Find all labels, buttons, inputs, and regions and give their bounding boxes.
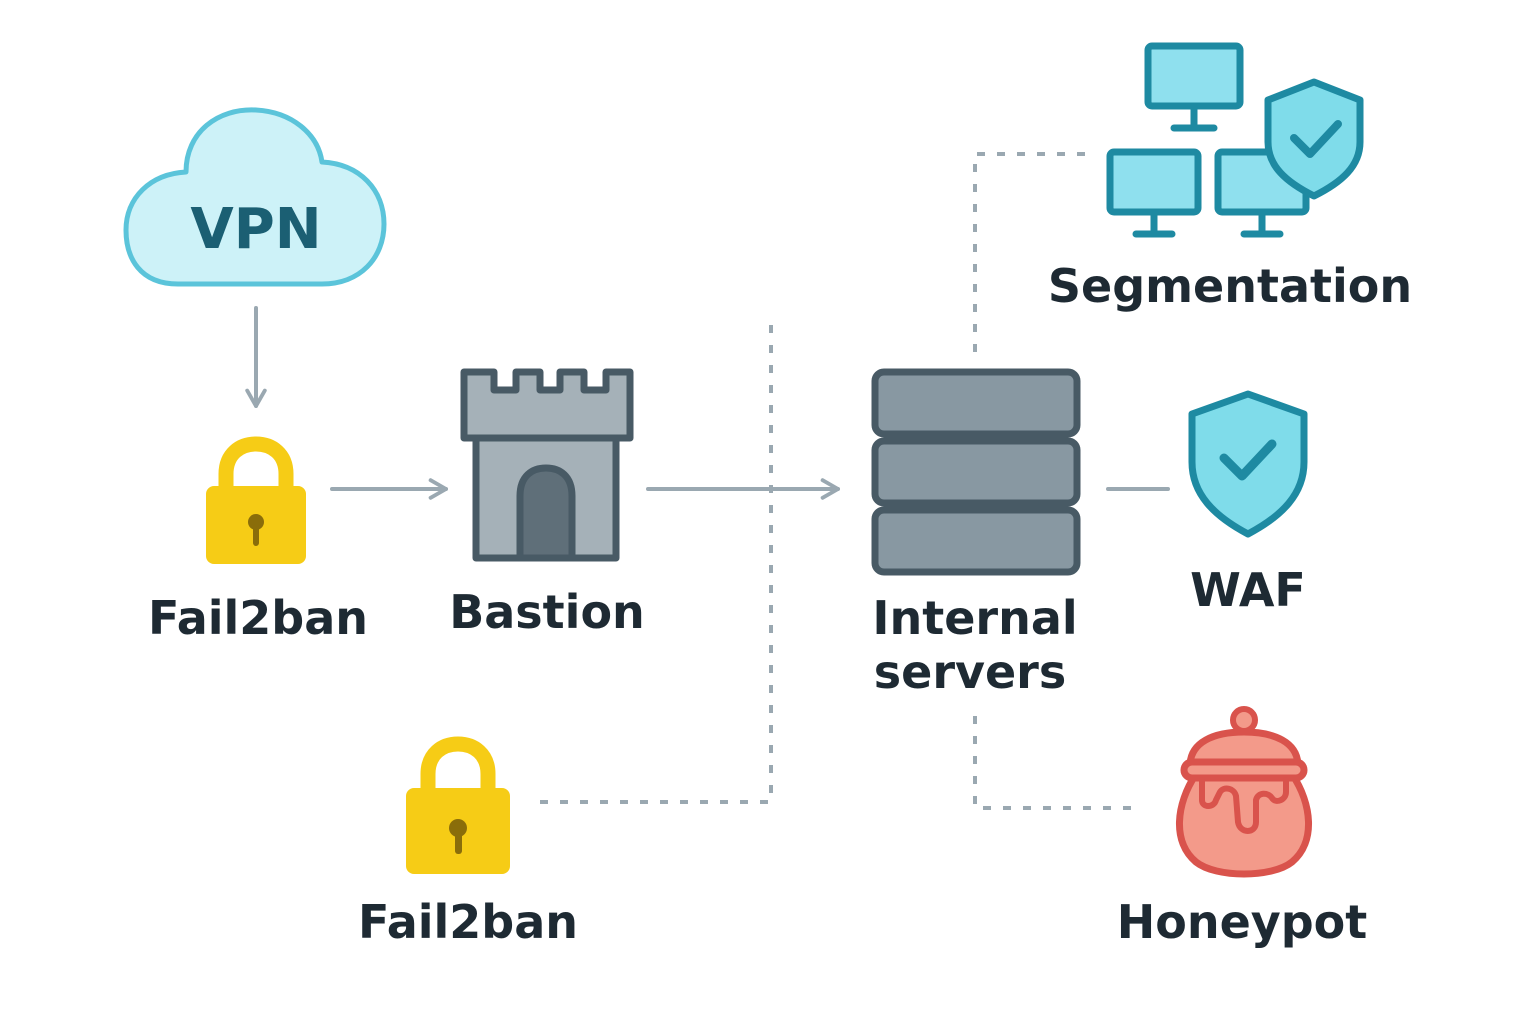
waf-label: WAF xyxy=(1190,563,1306,617)
checkmark-icon xyxy=(1219,439,1277,481)
bastion-node: Bastion xyxy=(449,368,645,639)
cloud-icon xyxy=(123,107,387,287)
padlock-icon xyxy=(406,736,510,874)
honeypot-node: Honeypot xyxy=(1117,706,1368,949)
internal-servers-label-line1: Internal xyxy=(872,591,1077,645)
edge-internal-servers-to-honeypot xyxy=(973,716,1140,810)
padlock-icon xyxy=(206,436,306,564)
segmentation-label: Segmentation xyxy=(1048,259,1412,313)
honey-pot-icon xyxy=(1176,706,1312,878)
fail2ban-top-label: Fail2ban xyxy=(148,591,368,645)
honeypot-label: Honeypot xyxy=(1117,895,1368,949)
server-stack-icon xyxy=(871,368,1081,576)
internal-servers-label-line2: servers xyxy=(874,645,1067,699)
fail2ban-bottom-node: Fail2ban xyxy=(358,736,578,949)
fail2ban-top-node: Fail2ban xyxy=(148,436,368,645)
edge-internal-servers-to-segmentation xyxy=(973,152,1086,352)
waf-node: WAF xyxy=(1188,390,1308,617)
vpn-label: VPN xyxy=(190,197,321,262)
bastion-label: Bastion xyxy=(449,585,645,639)
castle-tower-icon xyxy=(460,368,634,562)
segmentation-node: Segmentation xyxy=(1048,42,1412,313)
networked-monitors-shield-icon xyxy=(1106,42,1364,238)
vpn-node: VPN xyxy=(123,107,387,287)
connectors xyxy=(245,152,1170,810)
internal-servers-node: Internal servers xyxy=(871,368,1081,699)
fail2ban-bottom-label: Fail2ban xyxy=(358,895,578,949)
